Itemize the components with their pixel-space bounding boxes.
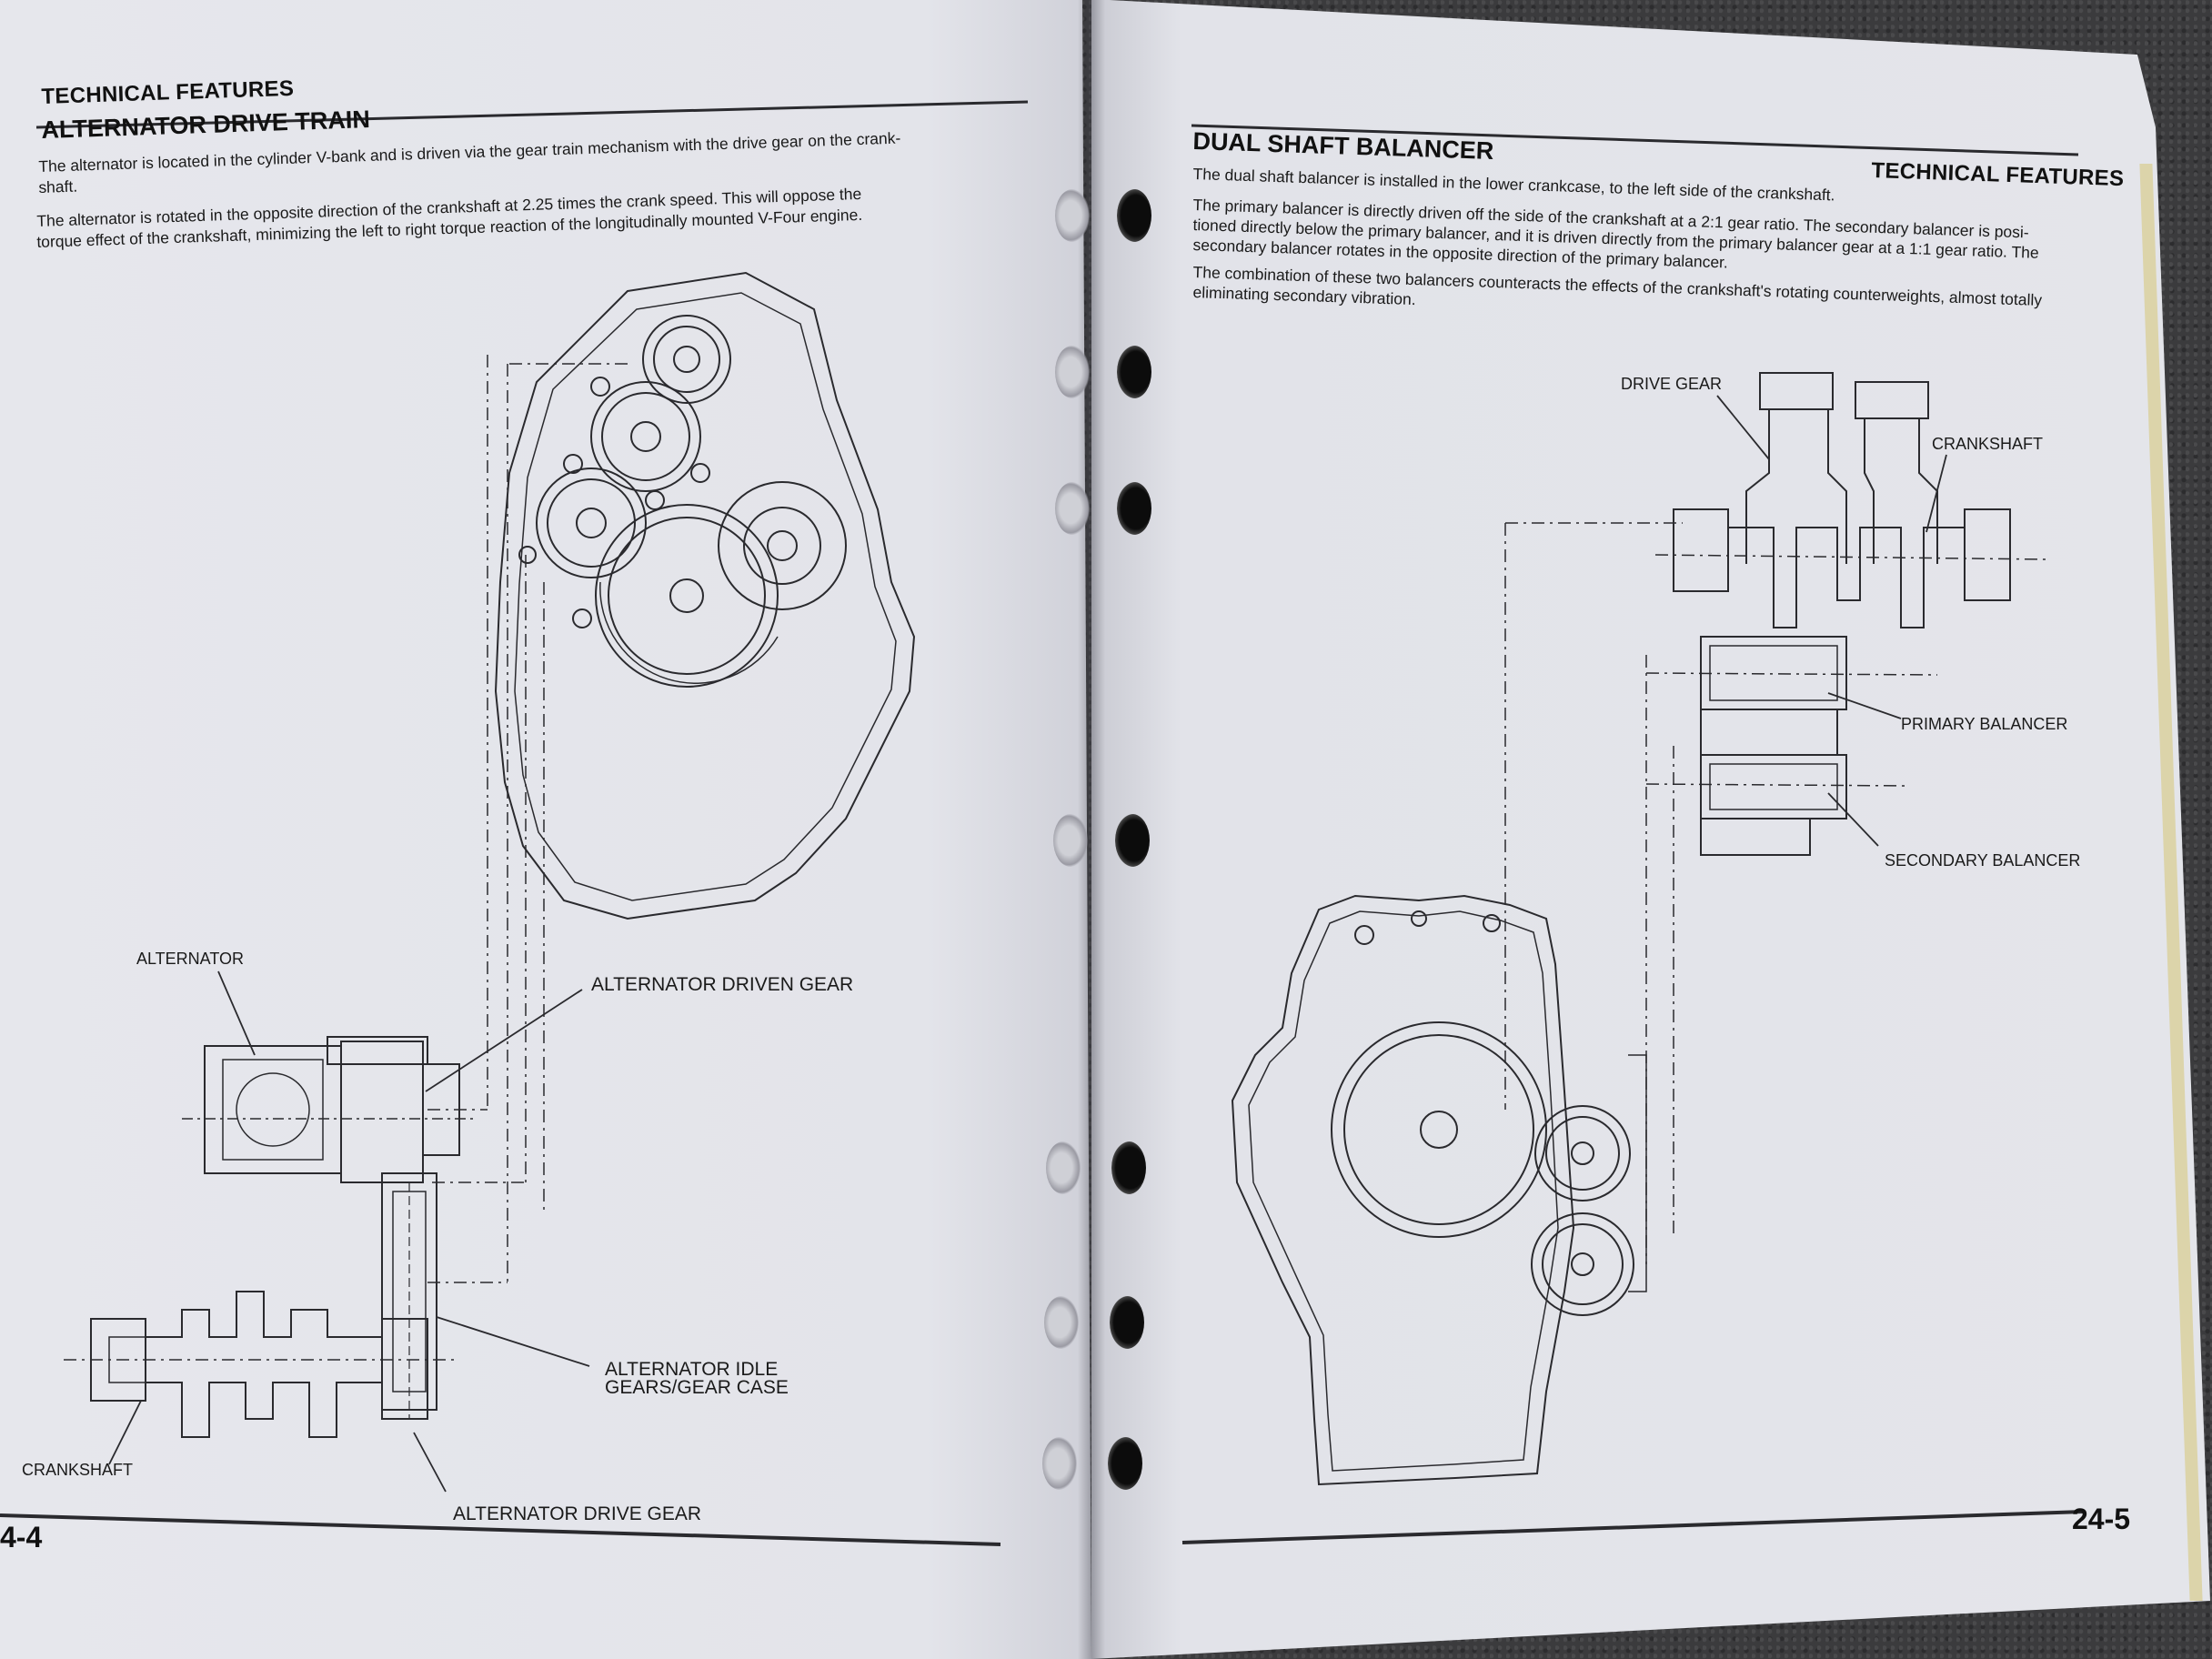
right-page-number: 24-5	[2072, 1503, 2131, 1535]
binder-hole	[1055, 189, 1090, 242]
binder-hole	[1117, 346, 1151, 398]
label-secondary-balancer: SECONDARY BALANCER	[1885, 851, 2081, 870]
label-alternator-drive-gear: ALTERNATOR DRIVE GEAR	[453, 1503, 702, 1524]
binder-hole	[1117, 189, 1151, 242]
right-footer-rule	[1181, 1510, 2084, 1544]
label-alternator: ALTERNATOR	[136, 950, 245, 968]
left-page-number: 4-4	[0, 1521, 43, 1553]
binder-hole	[1117, 482, 1151, 535]
right-header-rule	[1191, 124, 2079, 156]
binder-hole	[1055, 482, 1090, 535]
binder-hole	[1110, 1296, 1144, 1349]
binder-hole	[1115, 814, 1150, 867]
binder-hole	[1055, 346, 1090, 398]
binder-hole	[1111, 1141, 1146, 1194]
binder-hole	[1046, 1141, 1081, 1194]
right-leader-lines	[1716, 395, 1947, 847]
label-primary-balancer: PRIMARY BALANCER	[1901, 715, 2068, 733]
label-alternator-idle-gears: ALTERNATOR IDLE	[605, 1359, 779, 1380]
left-footer-rule	[0, 1513, 1001, 1546]
label-alternator-driven-gear: ALTERNATOR DRIVEN GEAR	[591, 974, 854, 995]
left-leader-lines	[108, 970, 590, 1493]
label-drive-gear: DRIVE GEAR	[1621, 375, 1723, 393]
alternator-drawing	[182, 1036, 473, 1419]
right-crankshaft-drawing	[1654, 372, 2047, 628]
right-page	[1091, 0, 2210, 1659]
label-crankshaft-left: CRANKSHAFT	[22, 1461, 134, 1479]
crankcase-drawing	[1231, 894, 1647, 1486]
left-crankshaft-drawing	[64, 1291, 455, 1438]
binder-hole	[1108, 1437, 1142, 1490]
left-header-rule	[35, 100, 1029, 129]
label-gear-case: GEARS/GEAR CASE	[605, 1377, 789, 1398]
gear-cover-drawing	[494, 271, 916, 920]
left-paragraph-line: shaft.	[38, 176, 78, 196]
label-crankshaft-right: CRANKSHAFT	[1932, 435, 2044, 453]
binder-hole	[1053, 814, 1088, 867]
binder-hole	[1044, 1296, 1079, 1349]
binder-hole	[1042, 1437, 1077, 1490]
left-guide-lines	[427, 355, 628, 1283]
balancer-drawing	[1645, 636, 1938, 856]
